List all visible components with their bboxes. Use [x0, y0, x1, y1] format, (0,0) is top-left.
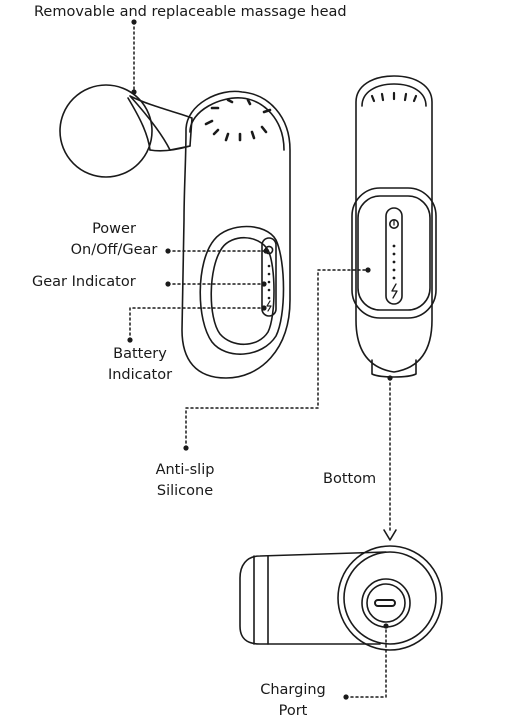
massage-head-neck [129, 95, 193, 151]
bottom-charging-ring [361, 578, 411, 628]
bottom-view-massage-gun [239, 545, 443, 651]
gun-body-outline [181, 90, 291, 379]
gear-indicator-label: Gear Indicator [32, 274, 136, 290]
front-control-strip [385, 207, 403, 305]
front-view-massage-gun [351, 75, 437, 378]
front-battery-icon [391, 283, 398, 299]
power-label-line2: On/Off/Gear [70, 242, 158, 258]
side-control-strip [261, 237, 277, 317]
leader-lines [129, 21, 391, 698]
charging-line2: Port [278, 703, 308, 719]
front-power-button [388, 219, 399, 230]
side-battery-icon [266, 300, 272, 312]
bottom-outer-ring [337, 545, 443, 651]
anti-slip-line1: Anti-slip [155, 462, 215, 478]
battery-label-line1: Battery [113, 346, 167, 362]
front-top-vents [370, 91, 418, 103]
anti-slip-label: Anti-slip Silicone [145, 460, 225, 502]
charging-port-label: Charging Port [248, 680, 338, 722]
battery-indicator-label: Battery Indicator [100, 344, 180, 386]
bottom-label: Bottom [323, 471, 377, 487]
leader-dots [127, 19, 393, 700]
front-gear-dots [392, 244, 396, 280]
usb-c-port [374, 599, 396, 607]
top-vents [204, 98, 272, 142]
power-gear-label: Power On/Off/Gear [64, 219, 164, 261]
massage-head-label: Removable and replaceable massage head [34, 4, 347, 20]
front-silicone-panel [351, 187, 437, 319]
battery-label-line2: Indicator [107, 367, 173, 383]
side-gear-dots [267, 264, 271, 300]
anti-slip-line2: Silicone [156, 483, 214, 499]
massage-ball-head [59, 84, 153, 178]
charging-line1: Charging [260, 682, 326, 698]
side-view-massage-gun [59, 84, 291, 379]
grip-silicone-area [199, 225, 285, 355]
bottom-arrow-icon [383, 529, 397, 541]
front-body-outline [355, 75, 433, 373]
power-label-line1: Power [92, 221, 136, 237]
bottom-body-outline [239, 551, 387, 645]
